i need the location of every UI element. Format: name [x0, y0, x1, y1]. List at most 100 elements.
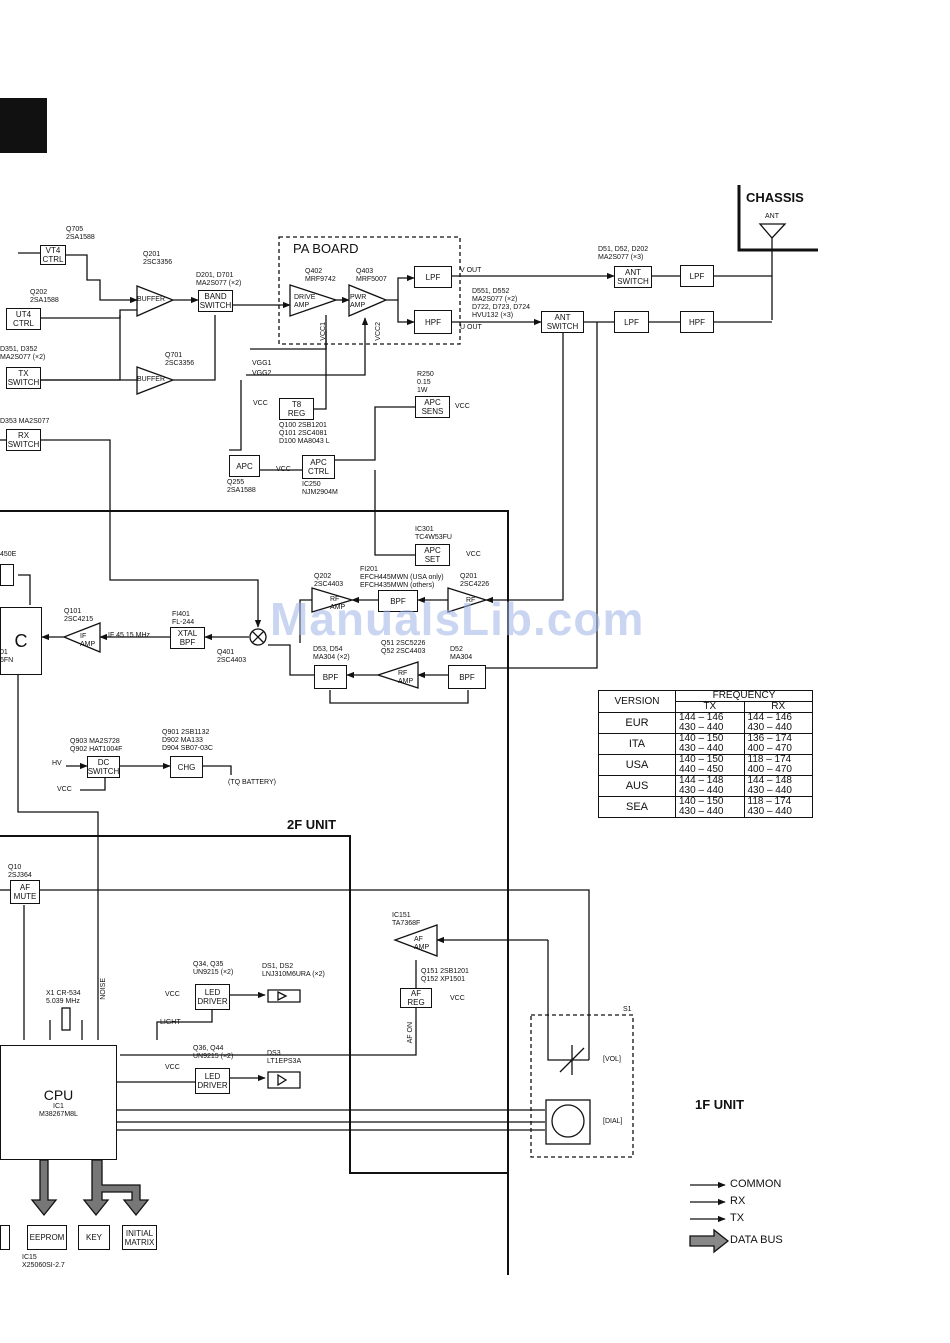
q701-label: Q701 2SC3356 — [165, 352, 195, 367]
legend-data-bus: DATA BUS — [730, 1234, 783, 1246]
lpf-top-block: LPF — [680, 265, 714, 287]
ant-switch-mid-block: ANT SWITCH — [541, 311, 584, 333]
legend-rx: RX — [730, 1195, 746, 1207]
dial-knob-icon — [551, 1104, 585, 1138]
s1-outline — [530, 1014, 634, 1158]
af-amp-label: AF AMP — [414, 936, 430, 951]
q201-top-label: Q201 2SC3356 — [143, 251, 173, 266]
vt4-ctrl-block: VT4 CTRL — [40, 245, 66, 265]
led-driver1-block: LED DRIVER — [195, 984, 230, 1010]
af-mute-block: AF MUTE — [10, 880, 40, 904]
page-tab-marker — [0, 98, 47, 153]
antenna-icon — [758, 223, 787, 320]
x1-label: X1 CR-534 5.039 MHz — [46, 990, 81, 1005]
rf-amp1-shape — [311, 587, 355, 613]
vcc-led2-label: VCC — [165, 1064, 180, 1071]
vcc-apc-ctrl-label: VCC — [276, 466, 291, 473]
frequency-cell-version: SEA — [598, 796, 676, 818]
eeprom-block: EEPROM — [27, 1225, 67, 1250]
buffer1-label: BUFFER — [137, 296, 165, 303]
pa-board-outline — [278, 236, 461, 345]
rf-amp2-shape — [447, 587, 489, 613]
apc-ctrl-block: APC CTRL — [302, 455, 335, 479]
frequency-cell-version: AUS — [598, 775, 676, 797]
pwr-amp-shape — [348, 284, 388, 317]
initial-matrix-block: INITIAL MATRIX — [122, 1225, 157, 1250]
s1-label: S1 — [623, 1006, 632, 1013]
d51-label: D51, D52, D202 MA2S077 (×3) — [598, 246, 649, 261]
noise-label: NOISE — [100, 978, 107, 1000]
fi401-label: FI401 FL-244 — [172, 611, 195, 626]
data-bus-eeprom — [30, 1159, 58, 1217]
2f-unit-title: 2F UNIT — [287, 817, 337, 832]
if-ic-block: C — [0, 607, 42, 675]
ds1-label: DS1, DS2 LNJ310M6URA (×2) — [262, 963, 325, 978]
frequency-cell-version: USA — [598, 754, 676, 776]
frequency-cell-rx: 118 – 174 430 – 440 — [743, 796, 813, 818]
q401-label: Q401 2SC4403 — [217, 649, 247, 664]
cpu-block: CPU IC1 M38267M8L — [0, 1045, 117, 1160]
legend-tx: TX — [730, 1212, 745, 1224]
q255-label: Q255 2SA1588 — [227, 479, 256, 494]
left-edge-block — [0, 1225, 10, 1250]
vcc-led1-label: VCC — [165, 991, 180, 998]
f-filter-block — [0, 564, 14, 586]
frequency-cell-rx: 118 – 174 400 – 470 — [743, 754, 813, 776]
legend-common: COMMON — [730, 1178, 782, 1190]
drive-amp-shape — [289, 284, 339, 317]
vcc2-label: VCC2 — [375, 322, 382, 341]
ut4-ctrl-block: UT4 CTRL — [6, 308, 41, 330]
frequency-cell-tx: 140 – 150 440 – 450 — [675, 754, 745, 776]
ic301-label: IC301 TC4W53FU — [415, 526, 452, 541]
ic-fn-label: 01 6FN — [0, 649, 14, 664]
2f-unit-frame — [0, 510, 509, 1275]
if-amp-label: IF AMP — [80, 633, 96, 648]
if-amp-shape — [62, 622, 101, 653]
buffer1-shape — [136, 285, 175, 318]
d201-label: D201, D701 MA2S077 (×2) — [196, 272, 242, 287]
af-amp-shape — [393, 924, 438, 957]
d53-label: D53, D54 MA304 (×2) — [313, 646, 350, 661]
chassis-title: CHASSIS — [746, 190, 804, 205]
vgg2-label: VGG2 — [252, 370, 272, 377]
hv-label: HV — [52, 760, 62, 767]
pwr-amp-label: PWR AMP — [350, 294, 367, 309]
q202-mid-label: Q202 2SC4403 — [314, 573, 344, 588]
header-tx: TX — [675, 701, 745, 713]
chassis-outline — [737, 185, 818, 252]
rx-switch-block: RX SWITCH — [6, 429, 41, 451]
af-on-label: AF ON — [407, 1022, 414, 1044]
header-rx: RX — [743, 701, 813, 713]
vcc1-label: VCC1 — [320, 322, 327, 341]
1f-unit-title: 1F UNIT — [695, 1097, 745, 1112]
rf-amp3-label: RF AMP — [398, 670, 414, 685]
q402-label: Q402 MRF9742 — [305, 268, 336, 283]
d353-label: D353 MA2S077 — [0, 418, 50, 425]
led-ds1-icon — [267, 989, 301, 1003]
vcc-t8-label: VCC — [253, 400, 268, 407]
frequency-cell-tx: 144 – 148 430 – 440 — [675, 775, 745, 797]
v-out-label: V OUT — [460, 267, 482, 274]
q51-label: Q51 2SC5226 Q52 2SC4403 — [381, 640, 426, 655]
ant-switch-top-block: ANT SWITCH — [614, 266, 652, 288]
apc-block: APC — [229, 455, 260, 477]
q903-label: Q903 MA2S728 Q902 HAT1004F — [70, 738, 123, 753]
vcc-apc-set-label: VCC — [466, 551, 481, 558]
q403-label: Q403 MRF5007 — [356, 268, 387, 283]
bpf2-block: BPF — [314, 665, 347, 689]
lpf-pa-block: LPF — [414, 266, 452, 288]
key-block: KEY — [78, 1225, 110, 1250]
q901-label: Q901 2SB1132 D902 MA133 D904 SB07-03C — [162, 729, 213, 752]
af-reg-block: AF REG — [400, 988, 432, 1008]
rf-amp3-shape — [375, 661, 419, 689]
tx-switch-block: TX SWITCH — [6, 367, 41, 389]
buffer2-label: BUFFER — [137, 376, 165, 383]
frequency-cell-version: ITA — [598, 733, 676, 755]
d551-label: D551, D552 MA2S077 (×2) D722, D723, D724… — [472, 288, 530, 319]
led-driver2-block: LED DRIVER — [195, 1068, 230, 1094]
